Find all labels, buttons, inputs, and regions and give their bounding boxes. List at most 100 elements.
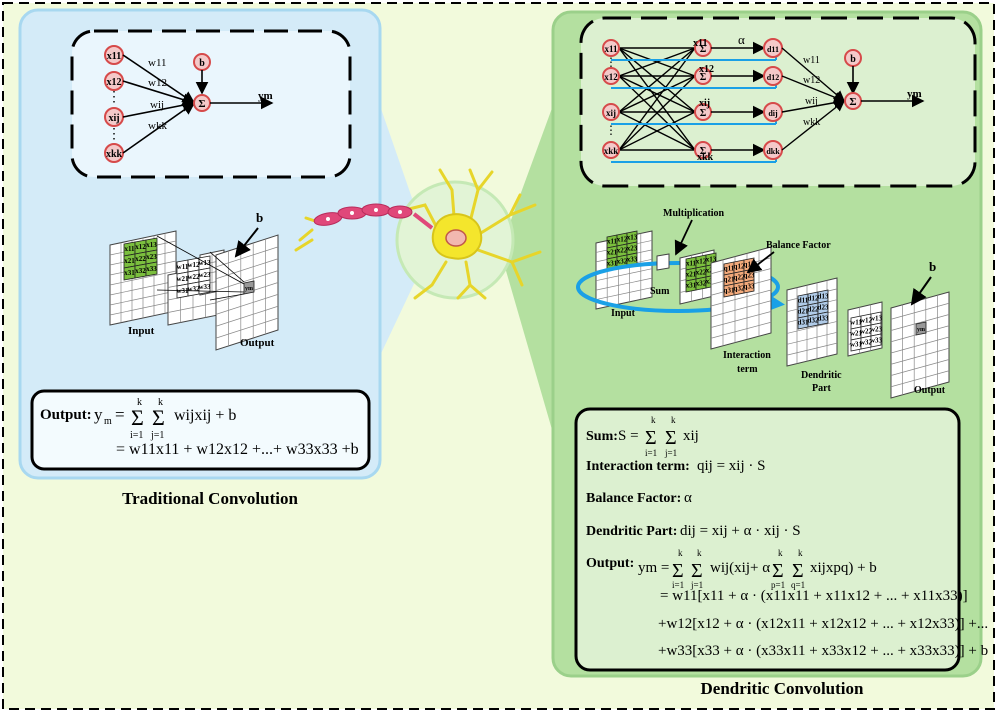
sum-expr: S =	[618, 428, 639, 444]
sum-top-j: k	[158, 397, 163, 408]
svg-text:d22: d22	[808, 306, 819, 314]
sum-bot-i: i=1	[130, 430, 143, 441]
dn-final-sum: Σ	[844, 92, 862, 110]
input-node-x12: x12	[104, 71, 124, 91]
svg-text:Σ: Σ	[700, 72, 707, 83]
svg-text:x23: x23	[627, 245, 638, 253]
svg-text:k: k	[778, 548, 783, 558]
svg-text:Σ: Σ	[792, 560, 804, 582]
svg-text:x32: x32	[617, 258, 628, 266]
svg-text:w13: w13	[198, 259, 211, 267]
traditional-title: Traditional Convolution	[122, 489, 298, 508]
svg-text:Σ: Σ	[849, 96, 856, 108]
dc-output-label: Output	[914, 385, 946, 396]
svg-text:k: k	[697, 548, 702, 558]
weight-w12: w12	[148, 77, 167, 89]
svg-text:d11: d11	[767, 45, 779, 54]
svg-text:j=1: j=1	[690, 580, 703, 590]
dc-sum-label: Sum	[650, 286, 670, 297]
svg-text:Σ: Σ	[700, 146, 707, 157]
svg-text:x12: x12	[604, 72, 618, 82]
svg-text:q33: q33	[744, 283, 755, 291]
svg-text:x13: x13	[706, 256, 717, 264]
dc-output-plane	[890, 291, 950, 399]
dn-d-dij: dij	[763, 102, 783, 122]
sum-node: Σ	[193, 94, 211, 112]
svg-text:Σ: Σ	[700, 44, 707, 55]
dendritic-label: Dendritic Part:	[586, 524, 677, 539]
dn-weight-wij: wij	[805, 96, 818, 107]
svg-text:x33: x33	[146, 265, 157, 273]
balance-label: Balance Factor:	[586, 491, 681, 506]
dc-sum-cell	[656, 253, 670, 271]
svg-text:p=1: p=1	[771, 580, 785, 590]
svg-text:x22: x22	[696, 269, 707, 277]
dn-input-xij: xij	[602, 103, 620, 121]
svg-text:Σ: Σ	[700, 108, 707, 119]
svg-text:w11: w11	[177, 263, 189, 271]
sigma-i: Σ	[131, 405, 144, 430]
svg-text:q12: q12	[734, 263, 745, 271]
svg-text:j=1: j=1	[664, 448, 677, 458]
sum-bot-j: j=1	[150, 430, 164, 441]
dc-term-label: term	[737, 364, 758, 375]
svg-text:i=1: i=1	[672, 580, 684, 590]
dn-d-d11: d11	[763, 38, 783, 58]
dc-part-label: Part	[812, 383, 832, 394]
dc-cyan-loop	[576, 261, 780, 313]
svg-text:w22: w22	[187, 273, 200, 281]
svg-text:q23: q23	[744, 272, 755, 280]
svg-text:d11: d11	[798, 297, 809, 305]
svg-text:x12: x12	[135, 243, 146, 251]
svg-text:q11: q11	[724, 265, 735, 273]
svg-text:d23: d23	[818, 304, 829, 312]
interaction-expr: qij = xij · S	[697, 458, 765, 474]
svg-text:x32: x32	[696, 280, 707, 288]
svg-text:d21: d21	[798, 308, 809, 316]
sigma-j: Σ	[152, 405, 165, 430]
svg-text:x11: x11	[107, 51, 121, 62]
svg-text:w23: w23	[870, 326, 883, 334]
dn-bias-node: b	[844, 49, 862, 67]
dn-alpha: α	[738, 32, 745, 47]
output-label: Output:	[586, 556, 634, 571]
svg-text:x32: x32	[135, 267, 146, 275]
svg-text:x12: x12	[107, 77, 122, 88]
svg-text:x31: x31	[686, 282, 697, 290]
svg-text:xkk: xkk	[106, 149, 123, 160]
svg-text:d31: d31	[798, 319, 809, 327]
formula-line2: = w11x11 + w12x12 +...+ w33x33 +b	[116, 441, 359, 458]
svg-text:d33: d33	[818, 315, 829, 323]
svg-text:w31: w31	[176, 287, 189, 295]
svg-text:k: k	[678, 548, 683, 558]
dn-sum-3: Σ	[694, 141, 712, 159]
svg-text:ym: ym	[917, 327, 925, 333]
svg-text:w12: w12	[860, 317, 873, 325]
svg-text:x21: x21	[607, 249, 618, 257]
svg-text:x31: x31	[124, 269, 135, 277]
svg-text:w11: w11	[850, 319, 862, 327]
input-node-x11: x11	[104, 45, 124, 65]
dendritic-expr: dij = xij + α · xij · S	[680, 523, 801, 539]
dc-balance-label: Balance Factor	[766, 240, 831, 251]
sum-top-i: k	[137, 397, 142, 408]
dn-mid-x11: x11	[693, 38, 707, 49]
weight-wij: wij	[150, 99, 164, 111]
traditional-formula-box	[30, 389, 371, 471]
dn-weight-wkk: wkk	[803, 117, 820, 128]
svg-text:w32: w32	[860, 339, 873, 347]
dn-d-d12: d12	[763, 66, 783, 86]
formula-line1-body: wijxij + b	[174, 407, 236, 424]
dn-mid-xij: xij	[699, 98, 710, 109]
bias-node: b	[193, 53, 211, 71]
traditional-formula: Output: y m = k Σ i=1 k Σ j=1 wijxij + b…	[40, 397, 359, 458]
dc-multiplication-label: Multiplication	[663, 208, 725, 219]
dn-input-xkk: xkk	[602, 141, 620, 159]
svg-text:w31: w31	[850, 341, 863, 349]
svg-text:x11: x11	[686, 260, 697, 268]
